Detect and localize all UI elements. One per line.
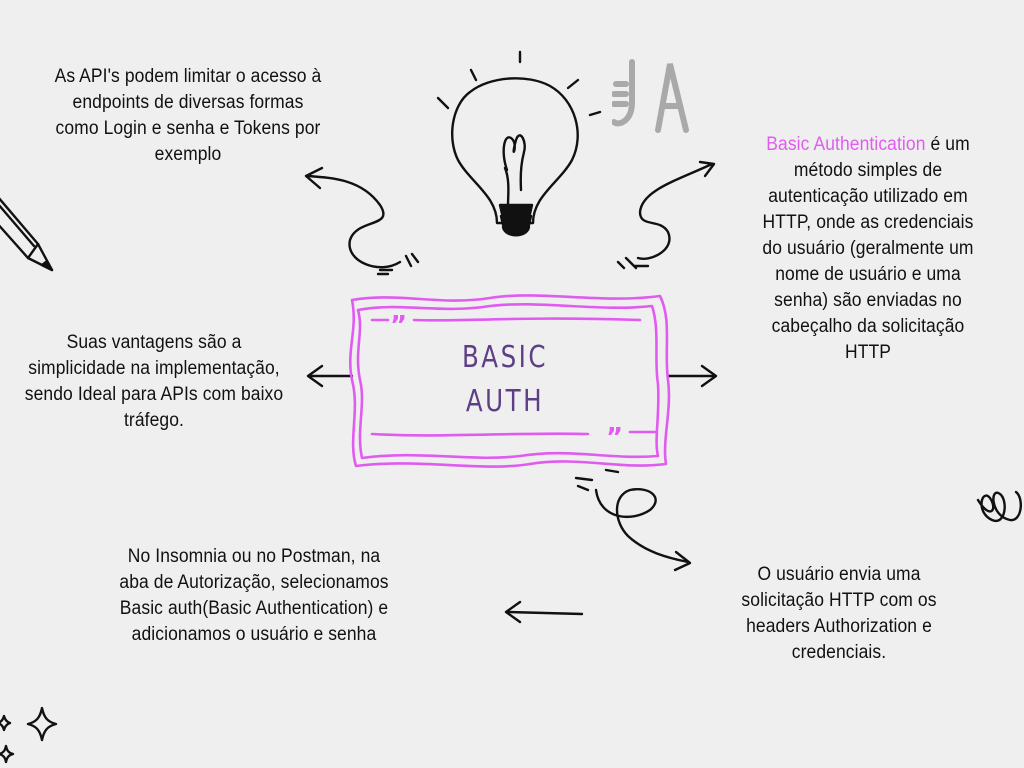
logo-icon bbox=[612, 59, 689, 133]
arrow-left bbox=[306, 364, 354, 388]
center-frame bbox=[348, 294, 671, 468]
loop-doodle bbox=[976, 490, 1022, 523]
arrow-bottom-right bbox=[574, 468, 692, 572]
lightbulb-icon bbox=[436, 50, 602, 237]
svg-text:”: ” bbox=[606, 423, 623, 453]
pencil-icon bbox=[0, 197, 54, 272]
note-right: Basic Authentication é um método simples… bbox=[752, 132, 984, 366]
note-mid-left: Suas vantagens são a simplicidade na imp… bbox=[24, 332, 284, 431]
arrow-right bbox=[666, 364, 718, 388]
note-top-left: As API's podem limitar o acesso à endpoi… bbox=[54, 66, 322, 165]
svg-text:”: ” bbox=[390, 311, 407, 341]
arrow-top-left bbox=[304, 166, 420, 276]
arrow-top-right bbox=[616, 160, 716, 270]
center-title-line1: BASIC bbox=[461, 340, 549, 375]
center-title: BASIC AUTH bbox=[444, 336, 567, 424]
center-title-line2: AUTH bbox=[465, 384, 545, 419]
note-bottom-left: No Insomnia ou no Postman, na aba de Aut… bbox=[119, 546, 389, 645]
note-right-highlight: Basic Authentication bbox=[766, 134, 926, 155]
note-right-text: é um método simples de autenticação util… bbox=[762, 134, 974, 363]
sparkle-icon bbox=[0, 706, 58, 764]
quote-marks: ” ” bbox=[390, 311, 623, 453]
arrow-bottom bbox=[504, 600, 584, 624]
note-bottom-right: O usuário envia uma solicitação HTTP com… bbox=[741, 564, 937, 663]
